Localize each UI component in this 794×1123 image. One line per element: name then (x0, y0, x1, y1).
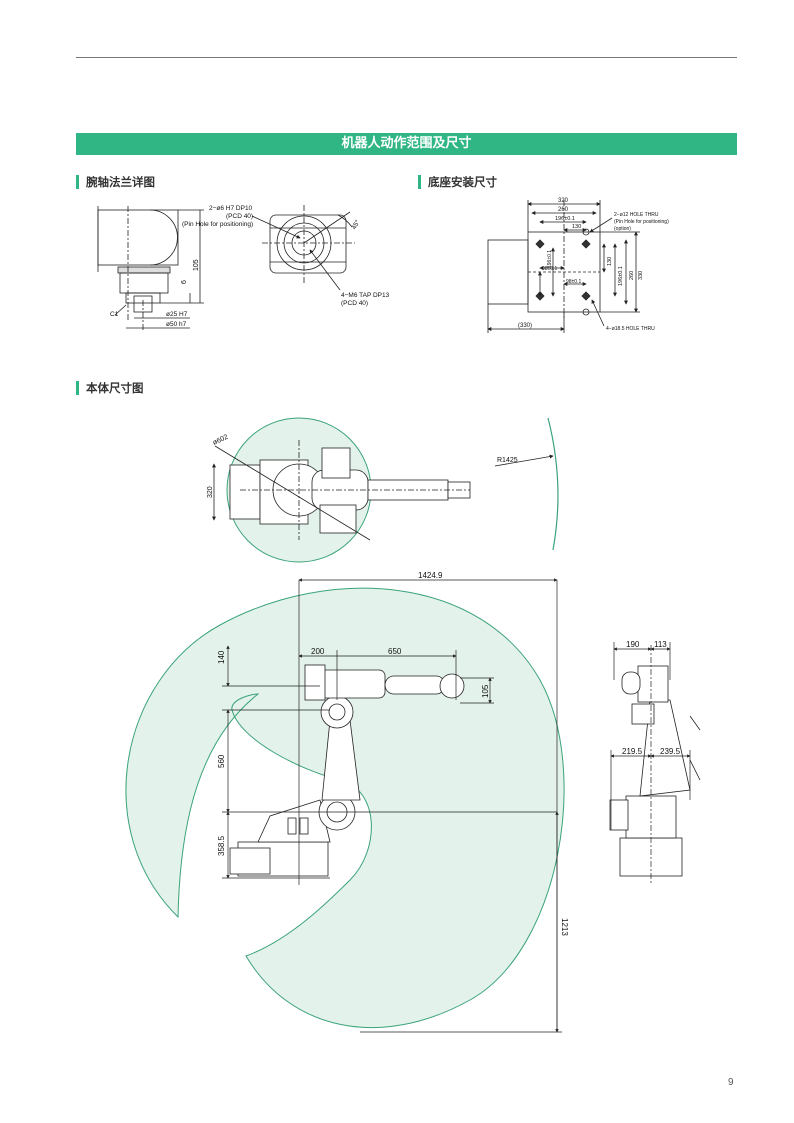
side-d560: 560 (217, 754, 226, 768)
base-h330: 330 (638, 271, 644, 280)
side-d105: 105 (481, 684, 490, 698)
subsection-label: 底座安装尺寸 (428, 175, 497, 189)
wrist-side-view (97, 206, 204, 330)
side-d650: 650 (388, 647, 402, 656)
section-marker (418, 174, 421, 189)
wrist-c1: C1 (110, 311, 119, 318)
page-number: 9 (728, 1077, 734, 1088)
base-hole12-1: 2−ø12 HOLE THRU (614, 212, 659, 218)
base-v98b: 98±0.1 (566, 279, 581, 285)
subsection-label: 本体尺寸图 (86, 381, 144, 395)
base-bottom330: (330) (518, 323, 532, 329)
base-mount-drawing (487, 200, 640, 333)
wrist-tap-1: 4−M6 TAP DP13 (341, 292, 390, 299)
base-h196: 196±0.1 (618, 266, 624, 286)
header-rule (76, 57, 737, 58)
subsection-body-dimensions: 本体尺寸图 (76, 380, 144, 396)
wrist-dim-6: 6 (181, 280, 188, 284)
wrist-dim-105: 105 (193, 259, 200, 271)
base-hole12-2: (Pin Hole for positioning) (614, 219, 669, 225)
wrist-angle: 45° (350, 218, 362, 231)
base-w260: 260 (558, 207, 569, 213)
side-d358-5: 358.5 (217, 835, 226, 856)
wrist-d25: ø25 H7 (166, 311, 188, 318)
section-marker (76, 174, 79, 189)
base-v196: 196±0.1 (547, 250, 553, 268)
side-d1424-9: 1424.9 (418, 571, 443, 580)
top-view-robot (212, 440, 554, 541)
front-d239-5: 239.5 (660, 747, 681, 756)
base-h260: 260 (629, 271, 635, 280)
side-d1213: 1213 (560, 918, 569, 936)
base-v98a: 98±0.1 (542, 266, 557, 272)
base-w320: 320 (558, 198, 569, 204)
base-hole185: 4−ø18.5 HOLE THRU (606, 326, 655, 332)
wrist-pin-hole-2: (PCD 40) (226, 213, 253, 220)
section-marker (76, 380, 79, 395)
side-d200: 200 (311, 647, 325, 656)
base-w130: 130 (572, 224, 581, 230)
front-d219-5: 219.5 (622, 747, 643, 756)
side-view-robot (229, 664, 465, 877)
side-view-dimensions (222, 578, 562, 1033)
subsection-wrist-flange: 腕轴法兰详图 (76, 174, 155, 190)
front-view-dimensions (610, 642, 691, 885)
top-r1425: R1425 (497, 457, 518, 464)
wrist-pin-hole-3: (Pin Hole for positioning) (182, 221, 253, 228)
wrist-pin-hole-1: 2−ø6 H7 DP10 (209, 205, 253, 212)
top-d602: ø602 (212, 434, 230, 447)
section-banner: 机器人动作范围及尺寸 (76, 133, 737, 155)
subsection-label: 腕轴法兰详图 (86, 175, 155, 189)
wrist-tap-2: (PCD 40) (341, 300, 368, 307)
front-view-robot (609, 665, 701, 877)
subsection-base-mount: 底座安装尺寸 (418, 174, 497, 190)
base-h130: 130 (607, 257, 613, 266)
top-w320: 320 (207, 486, 214, 498)
base-hole12-3: (option) (614, 226, 631, 232)
front-d190: 190 (626, 640, 640, 649)
side-d140: 140 (217, 650, 226, 664)
base-w196: 196±0.1 (555, 216, 575, 222)
wrist-front-view (251, 205, 355, 291)
wrist-d50: ø50 h7 (166, 321, 187, 328)
front-d113: 113 (654, 640, 667, 649)
